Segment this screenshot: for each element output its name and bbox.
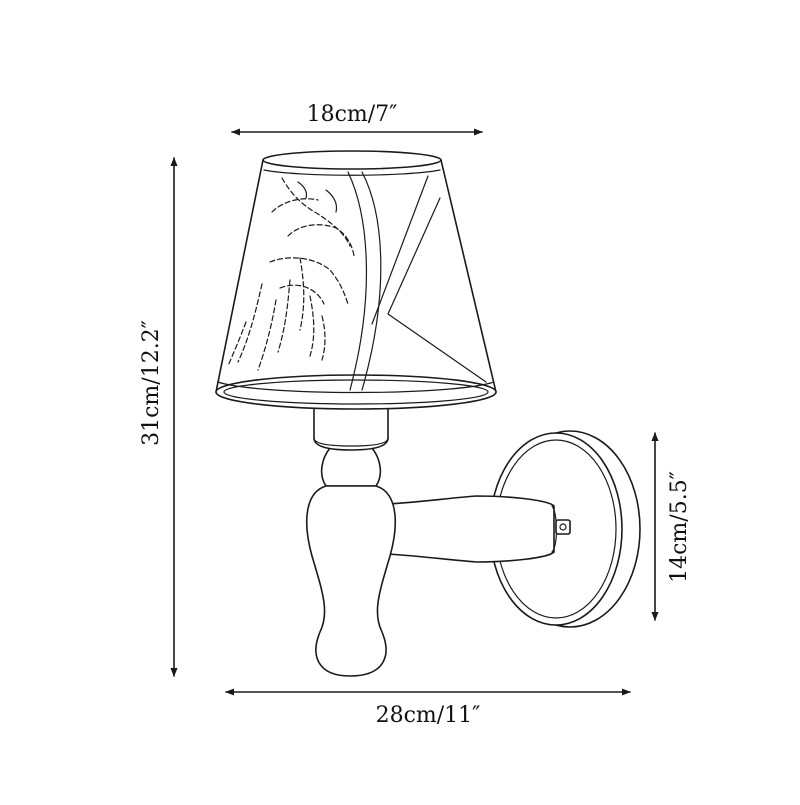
height-dimension-label: 31cm/12.2″ [139,320,164,446]
leaf-embroidery [227,177,355,371]
width-dimension-label: 18cm/7″ [307,102,398,127]
sconce-stem [306,387,396,677]
lamp-shade [215,150,497,410]
base-height-dimension-label: 14cm/5.5″ [667,471,692,583]
sconce-arm [387,495,571,563]
depth-dimension-label: 28cm/11″ [376,703,481,728]
